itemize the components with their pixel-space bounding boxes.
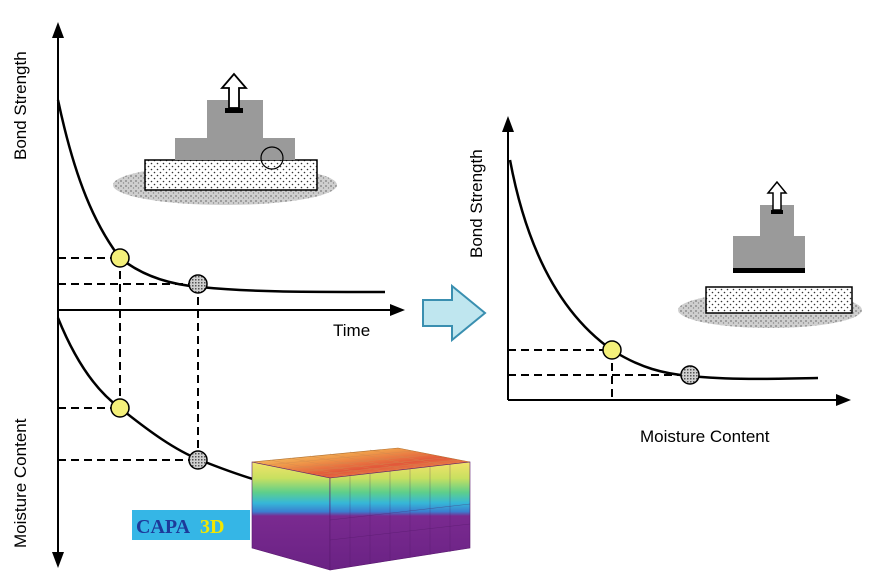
- left-y-axis-top-arrow: [52, 22, 64, 38]
- fixture-base: [175, 138, 295, 160]
- right-x-label-moisture-content: Moisture Content: [640, 427, 770, 446]
- left-y-label-bond-strength: Bond Strength: [11, 51, 30, 160]
- right-diagram: Bond Strength Moisture Content: [467, 116, 862, 446]
- slab-side-grid: [329, 464, 471, 567]
- yellow-marker-right: [602, 340, 622, 360]
- fixture-adhesive-layer: [733, 268, 805, 273]
- yellow-marker-bond: [110, 248, 130, 268]
- pull-up-arrow-icon: [220, 72, 248, 109]
- gray-marker-right: [680, 365, 700, 385]
- time-axis-label: Time: [333, 321, 370, 340]
- logo-text-capa: CAPA: [136, 516, 191, 538]
- capa3d-logo: CAPA 3D: [132, 510, 250, 540]
- moisture-vs-time-curve: [56, 317, 271, 486]
- logo-background: [132, 510, 250, 540]
- coating-slab: [144, 159, 318, 191]
- slab-side-right: [329, 461, 471, 571]
- slab-side-front: [251, 461, 331, 571]
- pull-off-test-illustration-right: [678, 180, 862, 328]
- right-y-axis-arrow: [502, 116, 514, 132]
- right-guide-lines: [508, 349, 690, 400]
- right-x-axis-arrow: [836, 394, 851, 406]
- logo-text-3d: 3D: [200, 516, 224, 538]
- pull-up-arrow-icon-right: [766, 180, 788, 211]
- time-axis-arrow: [390, 304, 405, 316]
- coating-slab-right: [705, 286, 853, 314]
- bond-strength-vs-moisture-curve: [508, 159, 819, 381]
- transition-arrow-icon: [422, 283, 487, 343]
- fixture-slot: [225, 108, 243, 113]
- fixture-base-right: [733, 236, 805, 268]
- bond-strength-vs-time-curve: [56, 99, 386, 294]
- left-y-axis-bottom-arrow: [52, 552, 64, 568]
- yellow-marker-moisture: [110, 398, 130, 418]
- left-diagram: Bond Strength Time Moisture Content: [11, 22, 471, 571]
- gray-marker-moisture: [188, 450, 208, 470]
- slab-top-grid: [265, 449, 459, 477]
- capa3d-render: [251, 447, 471, 571]
- left-y-label-moisture-content: Moisture Content: [11, 418, 30, 548]
- gray-marker-bond: [188, 274, 208, 294]
- detail-circle: [260, 146, 284, 170]
- fixture-slot-right: [771, 210, 783, 214]
- pull-off-test-illustration-left: [113, 72, 337, 205]
- right-y-label-bond-strength: Bond Strength: [467, 149, 486, 258]
- left-guide-lines: [58, 257, 199, 461]
